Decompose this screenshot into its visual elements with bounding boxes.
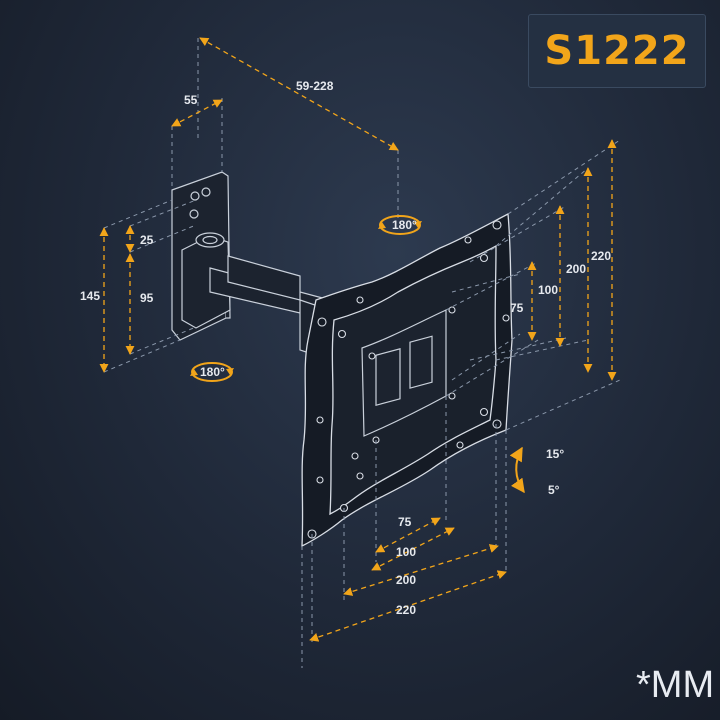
dimension-labels: 55 59-228 180° 180° 145 95 25 75 100 200… bbox=[80, 79, 611, 617]
model-number: S1222 bbox=[544, 28, 690, 74]
label-tilt-up: 15° bbox=[546, 447, 564, 461]
label-vesa-h-100: 100 bbox=[396, 545, 416, 559]
extension-lines bbox=[103, 38, 621, 668]
label-arm-extension: 59-228 bbox=[296, 79, 334, 93]
label-vesa-h-75: 75 bbox=[398, 515, 412, 529]
swivel-arm bbox=[181, 232, 331, 357]
label-vesa-h-220: 220 bbox=[396, 603, 416, 617]
label-wall-width: 55 bbox=[184, 93, 198, 107]
swivel-icon-top bbox=[378, 215, 422, 235]
vesa-plate bbox=[301, 212, 513, 548]
label-swivel-top: 180° bbox=[392, 218, 417, 232]
label-height-95: 95 bbox=[140, 291, 154, 305]
label-vesa-h-200: 200 bbox=[396, 573, 416, 587]
label-vesa-v-220: 220 bbox=[591, 249, 611, 263]
label-vesa-v-100: 100 bbox=[538, 283, 558, 297]
label-height-145: 145 bbox=[80, 289, 100, 303]
swivel-icon-bottom bbox=[190, 362, 234, 382]
unit-label: *MM bbox=[636, 664, 715, 706]
model-badge: S1222 bbox=[528, 14, 706, 88]
dimension-lines bbox=[99, 37, 617, 642]
label-height-25: 25 bbox=[140, 233, 154, 247]
label-swivel-bottom: 180° bbox=[200, 365, 225, 379]
label-vesa-v-75: 75 bbox=[510, 301, 524, 315]
label-tilt-down: 5° bbox=[548, 483, 560, 497]
label-vesa-v-200: 200 bbox=[566, 262, 586, 276]
